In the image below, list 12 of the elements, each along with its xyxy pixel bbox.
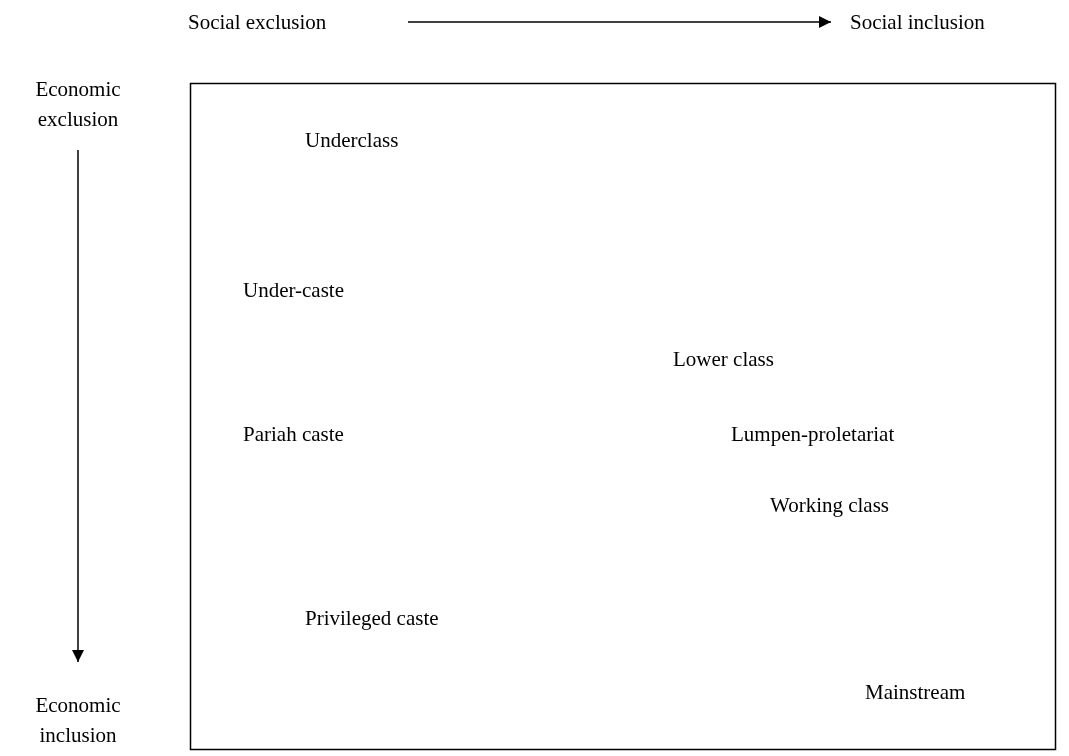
category-label: Lower class: [673, 346, 774, 373]
axis-label: Economic inclusion: [34, 692, 122, 749]
category-label: Under-caste: [243, 277, 345, 304]
axis-label: Social inclusion: [850, 9, 985, 36]
category-label: Working class: [770, 492, 890, 519]
category-label: Underclass: [305, 127, 399, 154]
category-label: Privileged caste: [305, 605, 439, 632]
category-label: Mainstream: [865, 679, 966, 706]
axis-label: Social exclusion: [188, 9, 327, 36]
axis-label: Economic exclusion: [34, 76, 122, 133]
category-label: Pariah caste: [243, 421, 344, 448]
category-label: Lumpen-proletariat: [731, 421, 895, 448]
